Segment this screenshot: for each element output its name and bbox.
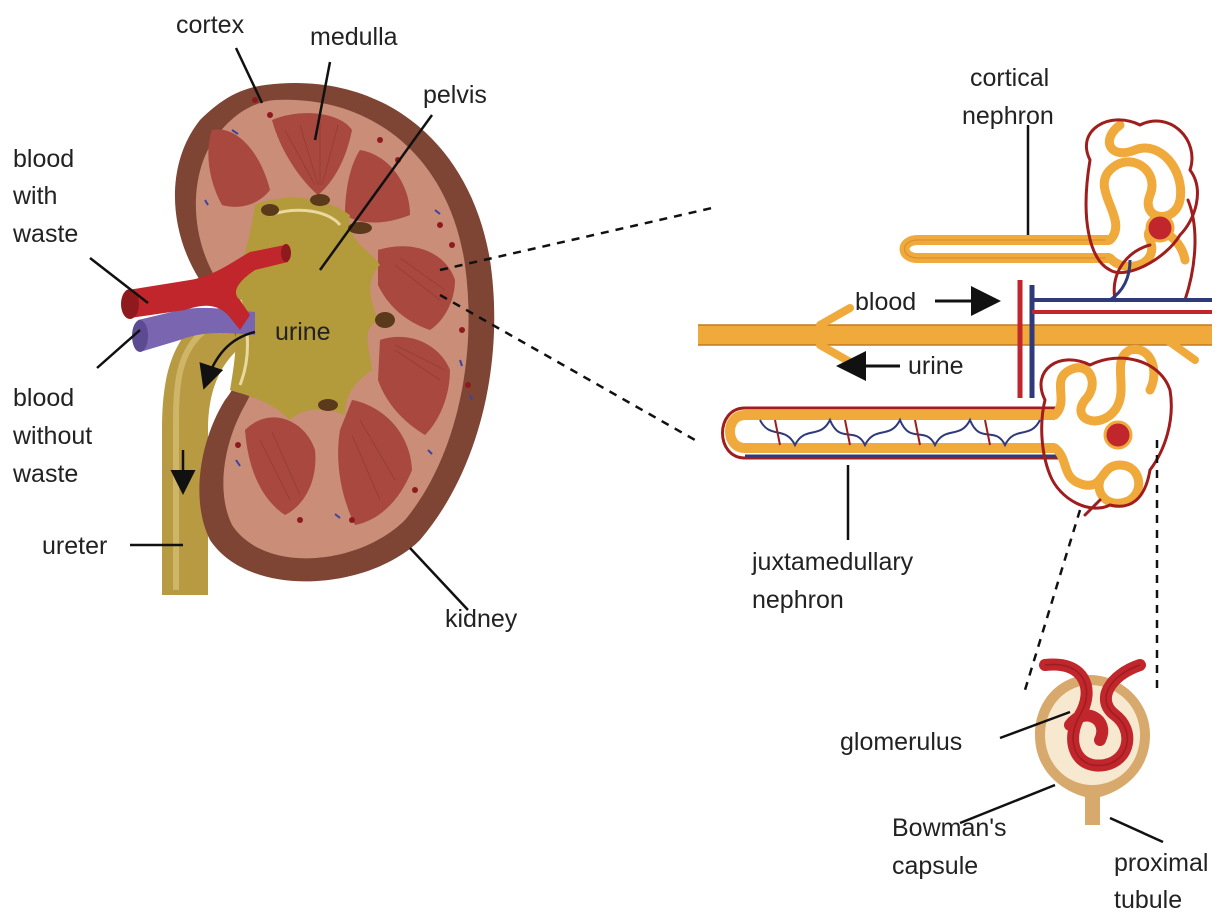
- label-proximal-tubule-1: proximal: [1114, 849, 1208, 877]
- label-ureter: ureter: [42, 532, 107, 560]
- label-urine-kidney: urine: [275, 318, 331, 346]
- cortical-nephron-loop: [905, 240, 1111, 258]
- juxtamedullary-nephron-cluster: [1041, 349, 1171, 515]
- label-proximal-tubule-2: tubule: [1114, 886, 1182, 913]
- label-juxtamedullary-nephron-1: juxtamedullary: [751, 548, 914, 576]
- label-cortical-nephron-1: cortical: [970, 64, 1049, 92]
- cortical-nephron-cluster: [1086, 120, 1197, 300]
- label-blood-with-waste-1: blood: [13, 145, 74, 173]
- label-blood-flow: blood: [855, 288, 916, 316]
- label-medulla: medulla: [310, 23, 398, 51]
- label-blood-without-waste-3: waste: [12, 460, 78, 488]
- label-cortex: cortex: [176, 11, 245, 39]
- label-glomerulus: glomerulus: [840, 728, 962, 756]
- label-kidney: kidney: [445, 605, 518, 633]
- nephron-illustration: [698, 120, 1212, 825]
- vasa-recta: [760, 420, 1040, 445]
- label-blood-with-waste-2: with: [12, 182, 57, 210]
- label-pelvis: pelvis: [423, 81, 487, 109]
- label-bowmans-capsule-2: capsule: [892, 852, 978, 880]
- collecting-duct: [698, 325, 1212, 345]
- label-cortical-nephron-2: nephron: [962, 102, 1054, 130]
- label-juxtamedullary-nephron-2: nephron: [752, 586, 844, 614]
- label-blood-without-waste-1: blood: [13, 384, 74, 412]
- glomerulus-detail: [1035, 664, 1150, 825]
- label-blood-without-waste-2: without: [12, 422, 92, 450]
- label-bowmans-capsule-1: Bowman's: [892, 814, 1007, 842]
- label-urine-flow: urine: [908, 352, 964, 380]
- label-blood-with-waste-3: waste: [12, 220, 78, 248]
